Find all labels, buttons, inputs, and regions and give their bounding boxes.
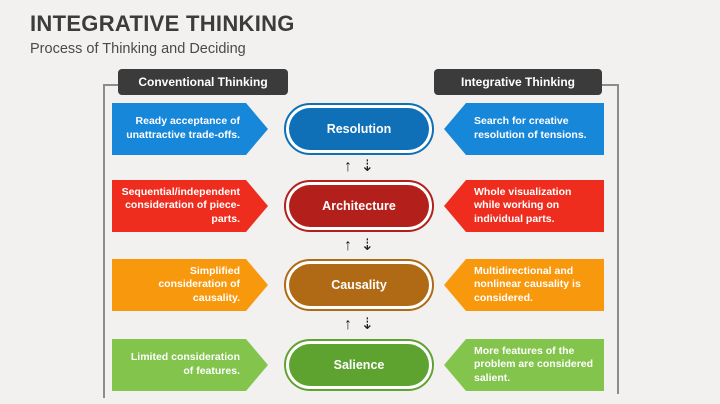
page-title: INTEGRATIVE THINKING (30, 11, 295, 36)
header-conventional-thinking: Conventional Thinking (118, 69, 288, 95)
pill-resolution: Resolution (284, 103, 434, 155)
connector-resolution-architecture: ↑ ⇣ (344, 154, 374, 180)
pill-label-salience: Salience (333, 358, 385, 372)
row-resolution: Ready acceptance of unattractive trade-o… (0, 103, 720, 155)
pill-label-causality: Causality (331, 278, 387, 292)
conventional-text-architecture: Sequential/independent consideration of … (121, 185, 240, 225)
up-arrow-icon: ↑ (344, 158, 352, 175)
integrative-text-resolution: Search for creative resolution of tensio… (474, 115, 587, 141)
integrative-arrow-salience: More features of the problem are conside… (444, 339, 604, 391)
up-arrow-icon: ↑ (344, 237, 352, 254)
pill-label-resolution: Resolution (326, 122, 392, 136)
frame-bracket-right-vertical (617, 84, 619, 394)
row-causality: Simplified consideration of causality. C… (0, 259, 720, 311)
integrative-arrow-architecture: Whole visualization while working on ind… (444, 180, 604, 232)
down-dashed-arrow-icon: ⇣ (360, 316, 374, 333)
row-architecture: Sequential/independent consideration of … (0, 180, 720, 232)
integrative-arrow-resolution: Search for creative resolution of tensio… (444, 103, 604, 155)
integrative-text-causality: Multidirectional and nonlinear causality… (474, 264, 581, 304)
integrative-arrow-causality: Multidirectional and nonlinear causality… (444, 259, 604, 311)
integrative-text-salience: More features of the problem are conside… (474, 344, 594, 384)
down-dashed-arrow-icon: ⇣ (360, 158, 374, 175)
connector-causality-salience: ↑ ⇣ (344, 312, 374, 338)
frame-bracket-left-vertical (103, 84, 105, 398)
pill-salience: Salience (284, 339, 434, 391)
frame-bracket-right-top (590, 84, 619, 86)
integrative-text-architecture: Whole visualization while working on ind… (474, 185, 572, 225)
conventional-text-salience: Limited consideration of features. (130, 351, 240, 377)
conventional-arrow-causality: Simplified consideration of causality. (112, 259, 268, 311)
conventional-text-resolution: Ready acceptance of unattractive trade-o… (126, 115, 240, 141)
pill-architecture: Architecture (284, 180, 434, 232)
connector-architecture-causality: ↑ ⇣ (344, 233, 374, 259)
conventional-arrow-salience: Limited consideration of features. (112, 339, 268, 391)
conventional-arrow-architecture: Sequential/independent consideration of … (112, 180, 268, 232)
conventional-text-causality: Simplified consideration of causality. (158, 264, 240, 304)
pill-label-architecture: Architecture (322, 199, 396, 213)
conventional-arrow-resolution: Ready acceptance of unattractive trade-o… (112, 103, 268, 155)
down-dashed-arrow-icon: ⇣ (360, 237, 374, 254)
row-salience: Limited consideration of features. Salie… (0, 339, 720, 391)
up-arrow-icon: ↑ (344, 316, 352, 333)
page-subtitle: Process of Thinking and Deciding (30, 41, 246, 57)
pill-causality: Causality (284, 259, 434, 311)
header-integrative-thinking: Integrative Thinking (434, 69, 602, 95)
